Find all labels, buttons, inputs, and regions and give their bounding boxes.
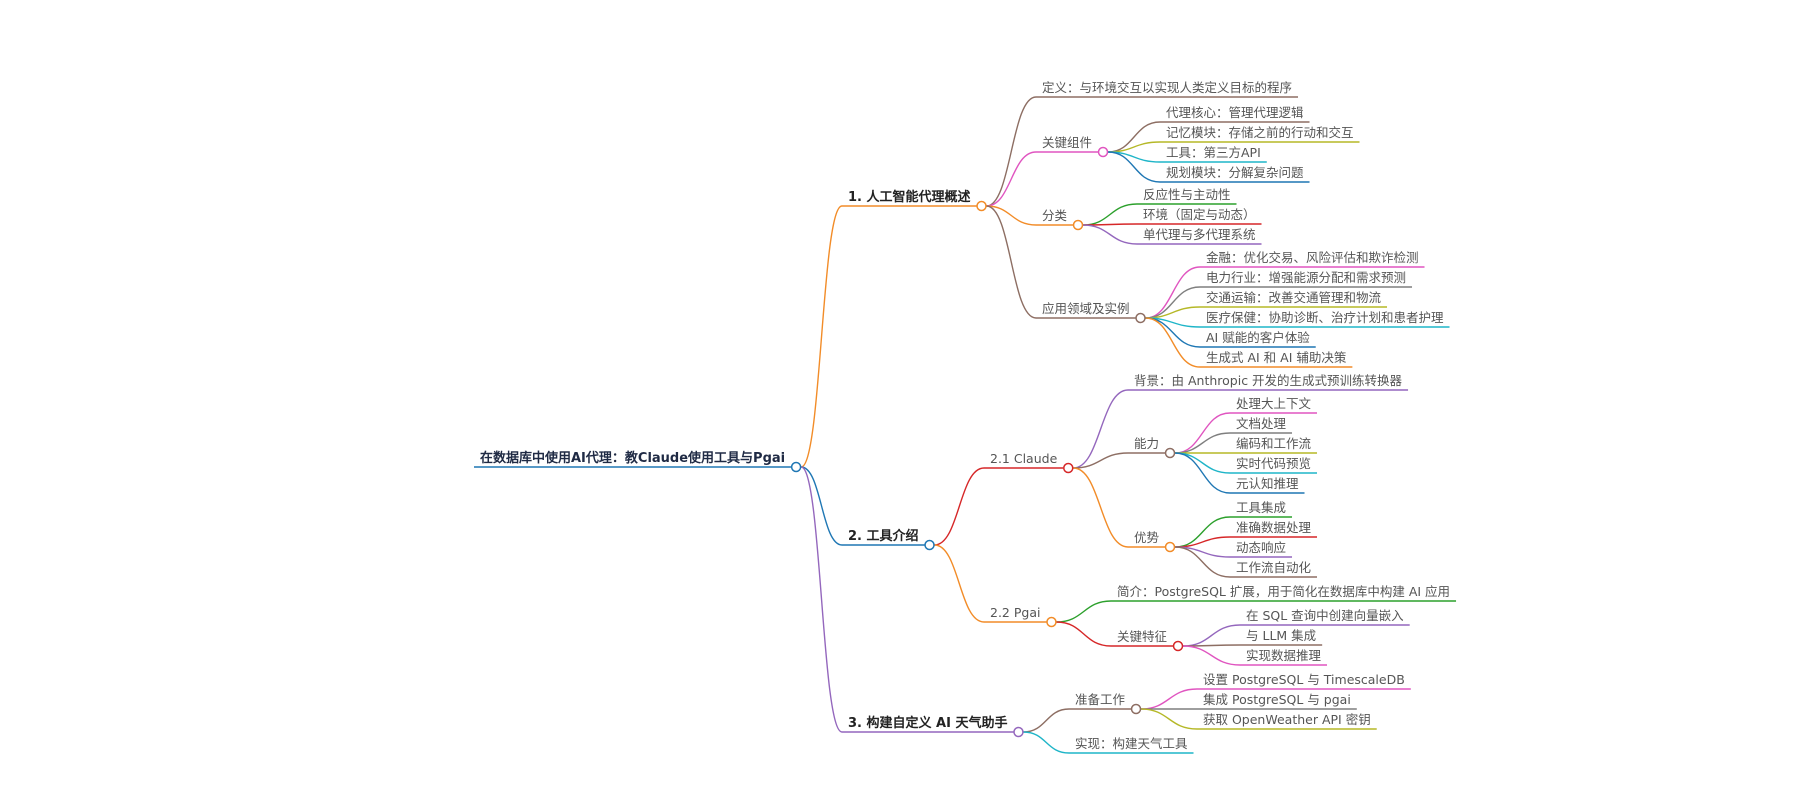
topic-2-connector bbox=[800, 466, 843, 546]
topic-2-1-2-2[interactable]: 文档处理 bbox=[1236, 416, 1287, 431]
connector-layer bbox=[474, 96, 1457, 754]
topic-2-1-3-4-connector bbox=[1175, 546, 1231, 578]
topic-3-2[interactable]: 实现：构建天气工具 bbox=[1075, 736, 1188, 751]
topic-2-1-2-5-connector bbox=[1174, 452, 1231, 494]
topic-1-3-3[interactable]: 单代理与多代理系统 bbox=[1143, 227, 1256, 242]
topic-3-1-collapse-toggle[interactable] bbox=[1130, 703, 1142, 715]
topic-3-1-3[interactable]: 获取 OpenWeather API 密钥 bbox=[1203, 712, 1371, 727]
topic-3-connector bbox=[800, 466, 843, 733]
topic-2-1[interactable]: 2.1 Claude bbox=[990, 451, 1058, 466]
topic-2-1-3-connector bbox=[1073, 467, 1129, 548]
topic-1-2-2[interactable]: 记忆模块：存储之前的行动和交互 bbox=[1166, 125, 1354, 140]
topic-1-4-5[interactable]: AI 赋能的客户体验 bbox=[1206, 330, 1310, 345]
topic-2-2-2-collapse-toggle[interactable] bbox=[1172, 640, 1184, 652]
topic-1-4[interactable]: 应用领域及实例 bbox=[1042, 301, 1130, 316]
topic-2-2-2[interactable]: 关键特征 bbox=[1117, 629, 1168, 644]
topic-2-2[interactable]: 2.2 Pgai bbox=[990, 605, 1040, 620]
toggle-layer bbox=[790, 146, 1184, 738]
topic-2-1-1-connector bbox=[1073, 389, 1129, 469]
topic-1-4-4[interactable]: 医疗保健：协助诊断、治疗计划和患者护理 bbox=[1206, 310, 1444, 325]
topic-1-3-3-connector bbox=[1083, 224, 1138, 245]
topic-2-1-2-connector bbox=[1073, 452, 1129, 469]
topic-2-2-collapse-toggle[interactable] bbox=[1046, 616, 1057, 628]
topic-3-1-connector bbox=[1023, 708, 1070, 733]
topic-2-2-2-2[interactable]: 与 LLM 集成 bbox=[1246, 628, 1316, 643]
topic-2-2-2-1-connector bbox=[1183, 624, 1241, 647]
root-topic[interactable]: 在数据库中使用AI代理：教Claude使用工具与Pgai bbox=[480, 450, 785, 466]
topic-3-1-1[interactable]: 设置 PostgreSQL 与 TimescaleDB bbox=[1203, 672, 1405, 687]
topic-1-1-connector bbox=[986, 96, 1037, 207]
topic-1-3-1[interactable]: 反应性与主动性 bbox=[1143, 187, 1231, 202]
topic-1-2-collapse-toggle[interactable] bbox=[1097, 146, 1109, 158]
topic-1-3[interactable]: 分类 bbox=[1042, 208, 1068, 223]
topic-2-1-2-3[interactable]: 编码和工作流 bbox=[1236, 436, 1312, 451]
topic-1-4-3[interactable]: 交通运输：改善交通管理和物流 bbox=[1206, 290, 1382, 305]
topic-2-1-2-5[interactable]: 元认知推理 bbox=[1236, 476, 1299, 491]
topic-2-1-3-3[interactable]: 动态响应 bbox=[1236, 540, 1286, 555]
topic-1-2-4-connector bbox=[1108, 151, 1161, 183]
topic-2-1-2-2-connector bbox=[1175, 432, 1231, 454]
topic-1-2-connector bbox=[986, 151, 1037, 207]
topic-2-1-2-4-connector bbox=[1175, 452, 1231, 474]
topic-1[interactable]: 1. 人工智能代理概述 bbox=[848, 189, 971, 205]
topic-1-4-connector bbox=[986, 205, 1037, 319]
topic-1-4-collapse-toggle[interactable] bbox=[1135, 312, 1146, 324]
topic-2-2-1-connector bbox=[1056, 600, 1112, 623]
topic-2-1-1[interactable]: 背景：由 Anthropic 开发的生成式预训练转换器 bbox=[1134, 373, 1403, 388]
topic-1-4-2[interactable]: 电力行业：增强能源分配和需求预测 bbox=[1206, 270, 1406, 285]
topic-2-2-connector bbox=[934, 544, 985, 623]
topic-1-3-connector bbox=[986, 205, 1037, 226]
topic-3-1-3-connector bbox=[1141, 708, 1198, 730]
topic-1-4-6-connector bbox=[1145, 317, 1201, 368]
topic-3-1-1-connector bbox=[1141, 688, 1198, 710]
topic-2-2-2-3[interactable]: 实现数据推理 bbox=[1246, 648, 1322, 663]
topic-1-4-6[interactable]: 生成式 AI 和 AI 辅助决策 bbox=[1206, 350, 1347, 365]
label-layer: 在数据库中使用AI代理：教Claude使用工具与Pgai 1. 人工智能代理概述 定… bbox=[480, 80, 1450, 751]
topic-2-1-3[interactable]: 优势 bbox=[1134, 530, 1160, 545]
root-topic-collapse-toggle[interactable] bbox=[790, 461, 802, 473]
topic-1-4-1[interactable]: 金融：优化交易、风险评估和欺诈检测 bbox=[1206, 250, 1419, 265]
topic-1-2-1[interactable]: 代理核心：管理代理逻辑 bbox=[1166, 105, 1304, 120]
topic-2-1-2[interactable]: 能力 bbox=[1134, 436, 1159, 451]
topic-3-2-connector bbox=[1023, 731, 1070, 754]
topic-2-2-2-3-connector bbox=[1183, 645, 1241, 666]
topic-2-1-connector bbox=[934, 467, 985, 546]
topic-2-2-2-1[interactable]: 在 SQL 查询中创建向量嵌入 bbox=[1246, 608, 1404, 623]
topic-3[interactable]: 3. 构建自定义 AI 天气助手 bbox=[848, 715, 1007, 731]
topic-1-3-1-connector bbox=[1083, 203, 1138, 226]
topic-3-collapse-toggle[interactable] bbox=[1013, 726, 1024, 738]
topic-1-2-4[interactable]: 规划模块：分解复杂问题 bbox=[1166, 165, 1304, 180]
topic-1-1[interactable]: 定义：与环境交互以实现人类定义目标的程序 bbox=[1042, 80, 1292, 95]
topic-1-4-1-connector bbox=[1145, 266, 1201, 319]
topic-1-3-collapse-toggle[interactable] bbox=[1072, 219, 1084, 231]
topic-1-connector bbox=[800, 205, 843, 468]
topic-2-2-2-connector bbox=[1056, 621, 1112, 647]
topic-2-1-2-collapse-toggle[interactable] bbox=[1164, 447, 1176, 459]
topic-2-1-2-4[interactable]: 实时代码预览 bbox=[1236, 456, 1311, 471]
topic-2-1-3-collapse-toggle[interactable] bbox=[1164, 541, 1176, 553]
topic-3-1-2[interactable]: 集成 PostgreSQL 与 pgai bbox=[1203, 692, 1351, 707]
topic-2-1-3-1[interactable]: 工具集成 bbox=[1236, 500, 1286, 515]
topic-2-1-3-4[interactable]: 工作流自动化 bbox=[1236, 560, 1312, 575]
topic-1-2-3[interactable]: 工具：第三方API bbox=[1166, 145, 1261, 160]
topic-2-1-collapse-toggle[interactable] bbox=[1063, 462, 1074, 474]
topic-3-1[interactable]: 准备工作 bbox=[1075, 692, 1126, 707]
topic-2-2-1[interactable]: 简介：PostgreSQL 扩展，用于简化在数据库中构建 AI 应用 bbox=[1117, 584, 1450, 599]
topic-1-2[interactable]: 关键组件 bbox=[1042, 135, 1092, 150]
topic-2-1-2-1[interactable]: 处理大上下文 bbox=[1236, 396, 1312, 411]
topic-2[interactable]: 2. 工具介绍 bbox=[848, 528, 919, 544]
topic-1-collapse-toggle[interactable] bbox=[976, 200, 987, 212]
topic-1-3-2[interactable]: 环境（固定与动态） bbox=[1143, 207, 1256, 222]
topic-2-collapse-toggle[interactable] bbox=[924, 539, 935, 551]
topic-2-1-3-2[interactable]: 准确数据处理 bbox=[1236, 520, 1312, 535]
